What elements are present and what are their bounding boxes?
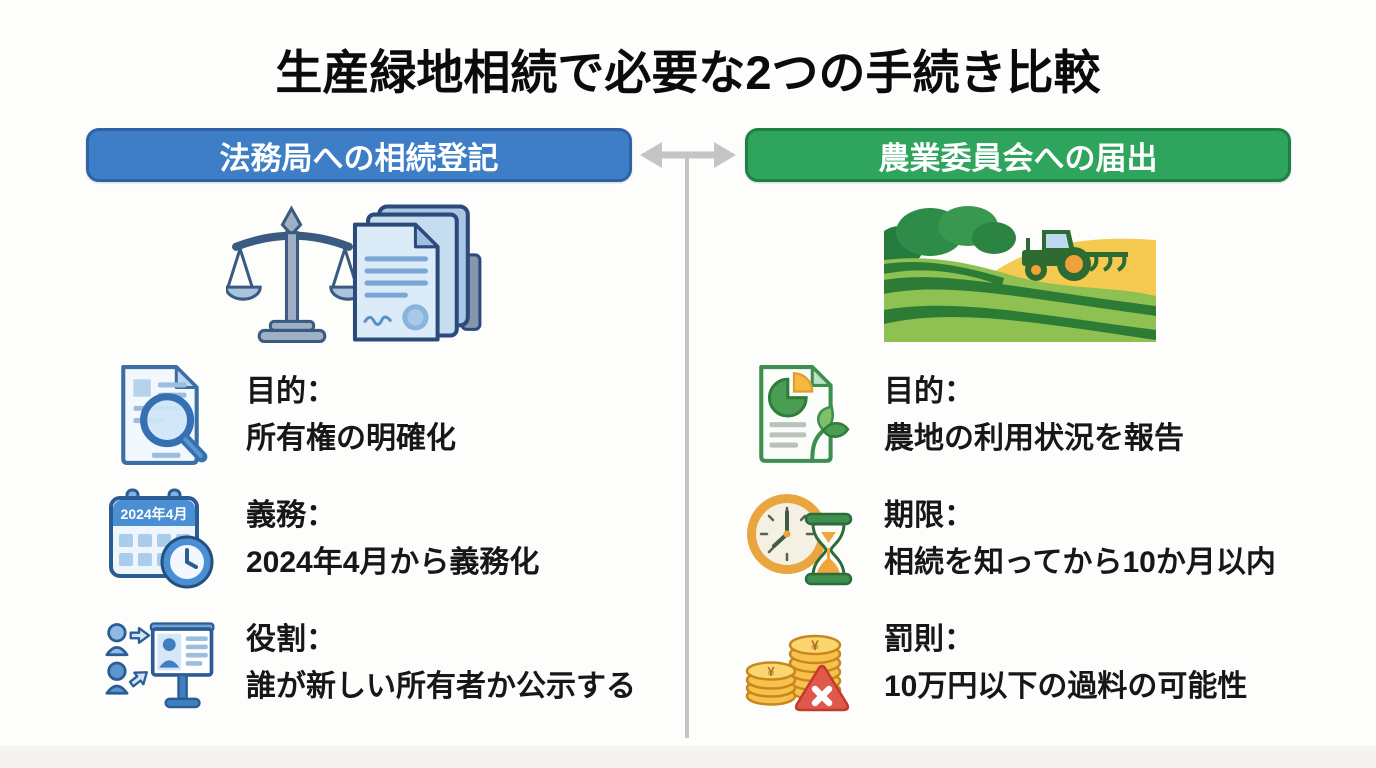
row-label: 目的： [246, 375, 336, 408]
left-column-header: 法務局への相続登記 [86, 128, 632, 182]
document-magnifier-icon [102, 360, 220, 470]
people-announcement-board-icon [102, 608, 220, 718]
row-label: 期限： [884, 499, 974, 532]
yen-symbol: ¥ [811, 637, 819, 653]
left-row-obligation: 2024年4月 義務： 2024年4月から義務化 [102, 484, 672, 594]
calendar-month-text: 2024年4月 [121, 506, 188, 522]
right-row-penalty: ¥ ¥ 罰則： 10万円以下の過料の可能性 [740, 608, 1360, 718]
row-value: 誰が新しい所有者か公示する [246, 670, 636, 703]
page-title: 生産緑地相続で必要な2つの手続き比較 [275, 46, 1101, 99]
clock-hourglass-icon [740, 484, 858, 594]
row-value: 2024年4月から義務化 [246, 546, 540, 579]
calendar-clock-icon: 2024年4月 [102, 484, 220, 594]
yen-symbol: ¥ [767, 664, 775, 679]
yen-coins-warning-icon: ¥ ¥ [740, 608, 858, 718]
row-label: 目的： [884, 375, 974, 408]
farm-field-tractor-icon [884, 202, 1156, 342]
scales-and-documents-icon [226, 198, 492, 348]
right-column-header: 農業委員会への届出 [745, 128, 1291, 182]
row-label: 罰則： [884, 623, 974, 656]
right-row-deadline: 期限： 相続を知ってから10か月以内 [740, 484, 1360, 594]
bottom-margin-strip [0, 746, 1376, 768]
row-value: 10万円以下の過料の可能性 [884, 670, 1248, 703]
vertical-divider [685, 155, 689, 738]
row-value: 農地の利用状況を報告 [884, 422, 1184, 455]
row-label: 役割： [246, 623, 336, 656]
row-value: 所有権の明確化 [246, 422, 456, 455]
row-value: 相続を知ってから10か月以内 [884, 546, 1276, 579]
row-label: 義務： [246, 499, 336, 532]
right-row-purpose: 目的： 農地の利用状況を報告 [740, 360, 1360, 470]
left-row-purpose: 目的： 所有権の明確化 [102, 360, 672, 470]
left-row-role: 役割： 誰が新しい所有者か公示する [102, 608, 672, 718]
report-pie-sprout-icon [740, 360, 858, 470]
